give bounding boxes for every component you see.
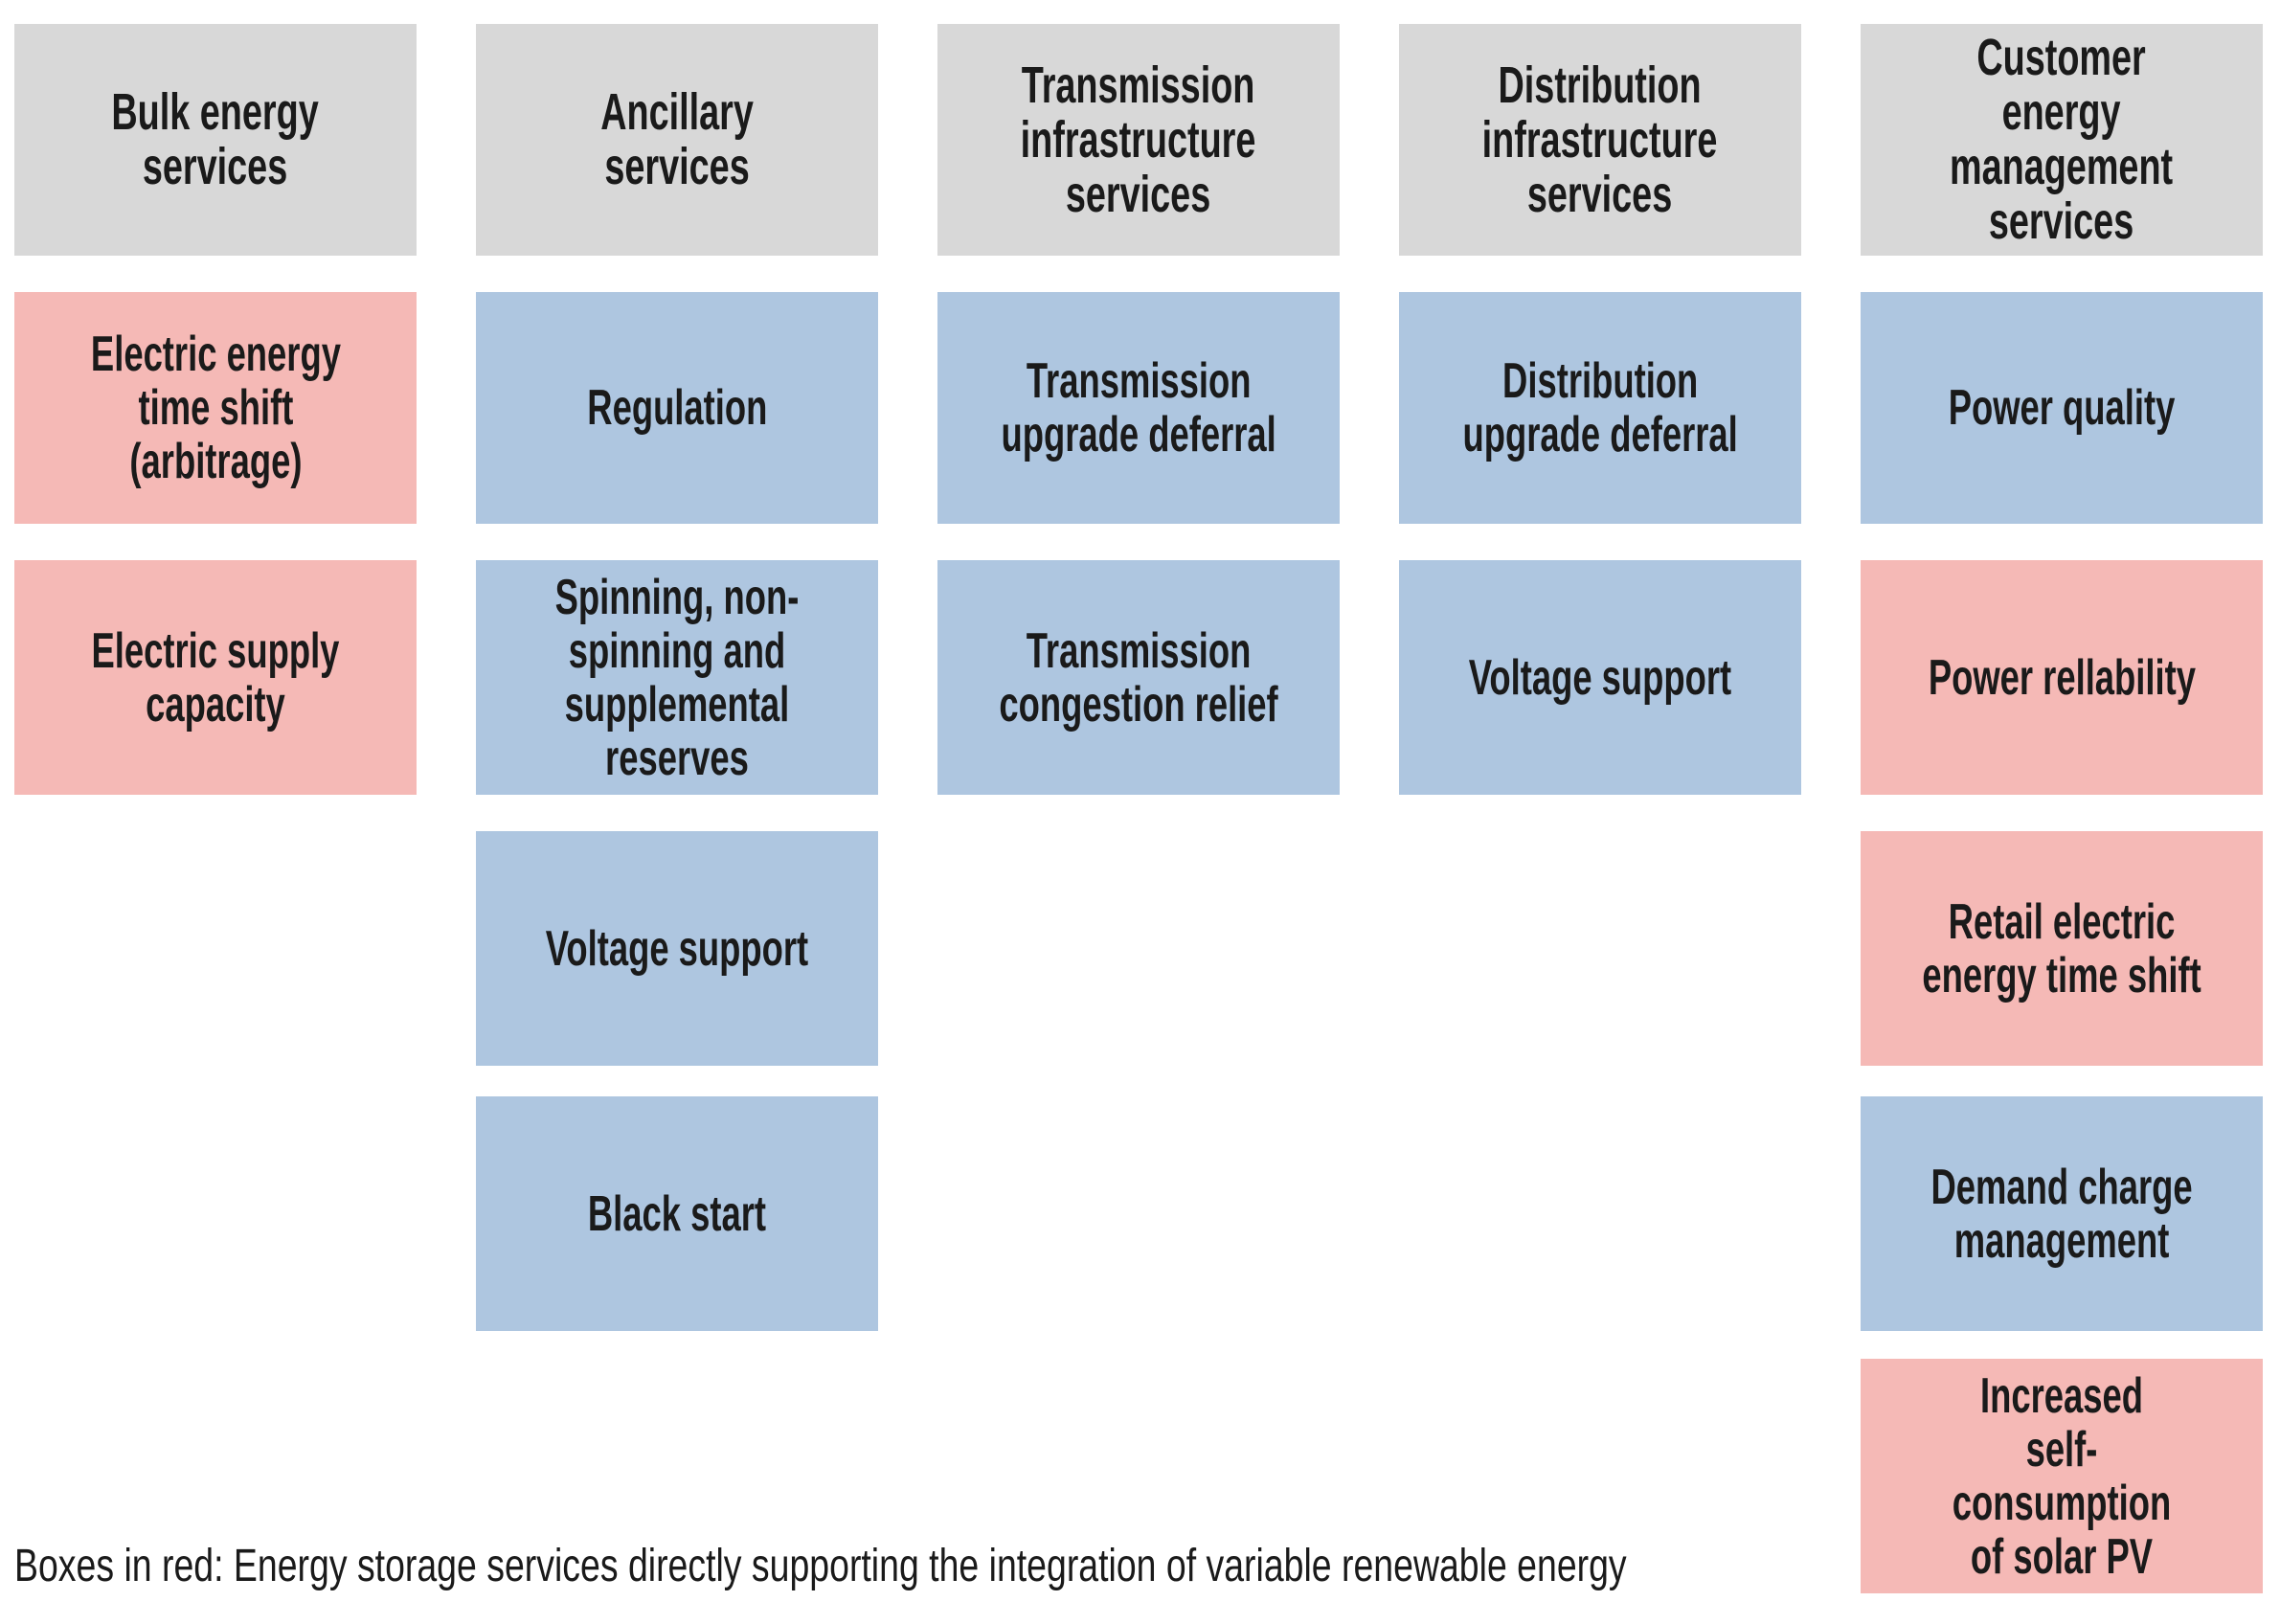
column-header-transmission-infrastructure-services: Transmission infrastructure services — [937, 24, 1340, 256]
service-box-label: Voltage support — [545, 920, 809, 977]
service-box-demand-charge-management: Demand charge management — [1861, 1096, 2263, 1331]
column-bulk-energy-services: Bulk energy services Electric energy tim… — [14, 0, 417, 1624]
column-header-label: Transmission infrastructure services — [1021, 56, 1256, 223]
service-box-power-quality: Power quality — [1861, 292, 2263, 524]
service-box-label: Transmission congestion relief — [999, 622, 1278, 733]
column-customer-energy-management-services: Customer energy management services Powe… — [1861, 0, 2263, 1624]
column-header-label: Bulk energy services — [111, 83, 320, 195]
column-header-label: Distribution infrastructure services — [1482, 56, 1718, 223]
service-box-transmission-upgrade-deferral: Transmission upgrade deferral — [937, 292, 1340, 524]
column-header-bulk-energy-services: Bulk energy services — [14, 24, 417, 256]
column-transmission-infrastructure-services: Transmission infrastructure services Tra… — [937, 0, 1340, 1624]
service-box-label: Power quality — [1948, 380, 2176, 436]
service-box-label: Voltage support — [1468, 649, 1732, 706]
service-box-spinning-non-spinning-supplemental-reserves: Spinning, non- spinning and supplemental… — [476, 560, 878, 795]
column-header-label: Customer energy management services — [1950, 29, 2174, 250]
service-box-black-start: Black start — [476, 1096, 878, 1331]
column-header-distribution-infrastructure-services: Distribution infrastructure services — [1399, 24, 1801, 256]
column-header-label: Ancillary services — [600, 83, 754, 195]
service-box-label: Increased self-consumption of solar PV — [1952, 1367, 2172, 1585]
service-box-retail-electric-energy-time-shift: Retail electric energy time shift — [1861, 831, 2263, 1066]
column-distribution-infrastructure-services: Distribution infrastructure services Dis… — [1399, 0, 1801, 1624]
service-box-label: Distribution upgrade deferral — [1462, 353, 1738, 462]
column-header-ancillary-services: Ancillary services — [476, 24, 878, 256]
service-box-regulation: Regulation — [476, 292, 878, 524]
service-box-label: Electric supply capacity — [91, 622, 340, 733]
service-box-label: Transmission upgrade deferral — [1001, 353, 1276, 462]
service-box-label: Regulation — [586, 380, 768, 436]
service-box-label: Black start — [587, 1185, 767, 1242]
service-box-electric-energy-time-shift: Electric energy time shift (arbitrage) — [14, 292, 417, 524]
service-box-power-reliability: Power rellability — [1861, 560, 2263, 795]
service-box-label: Electric energy time shift (arbitrage) — [90, 327, 341, 489]
red-boxes-legend-note: Boxes in red: Energy storage services di… — [14, 1540, 2265, 1593]
service-box-label: Demand charge management — [1930, 1159, 2193, 1269]
column-header-customer-energy-management-services: Customer energy management services — [1861, 24, 2263, 256]
service-box-label: Spinning, non- spinning and supplemental… — [554, 569, 800, 786]
column-ancillary-services: Ancillary services Regulation Spinning, … — [476, 0, 878, 1624]
service-box-voltage-support-ancillary: Voltage support — [476, 831, 878, 1066]
service-box-transmission-congestion-relief: Transmission congestion relief — [937, 560, 1340, 795]
service-box-label: Retail electric energy time shift — [1922, 893, 2201, 1004]
red-boxes-legend-text: Boxes in red: Energy storage services di… — [14, 1541, 1627, 1591]
service-box-label: Power rellability — [1928, 649, 2196, 706]
service-box-distribution-upgrade-deferral: Distribution upgrade deferral — [1399, 292, 1801, 524]
service-box-electric-supply-capacity: Electric supply capacity — [14, 560, 417, 795]
service-box-voltage-support-distribution: Voltage support — [1399, 560, 1801, 795]
service-box-increased-self-consumption-of-solar-pv: Increased self-consumption of solar PV — [1861, 1359, 2263, 1593]
